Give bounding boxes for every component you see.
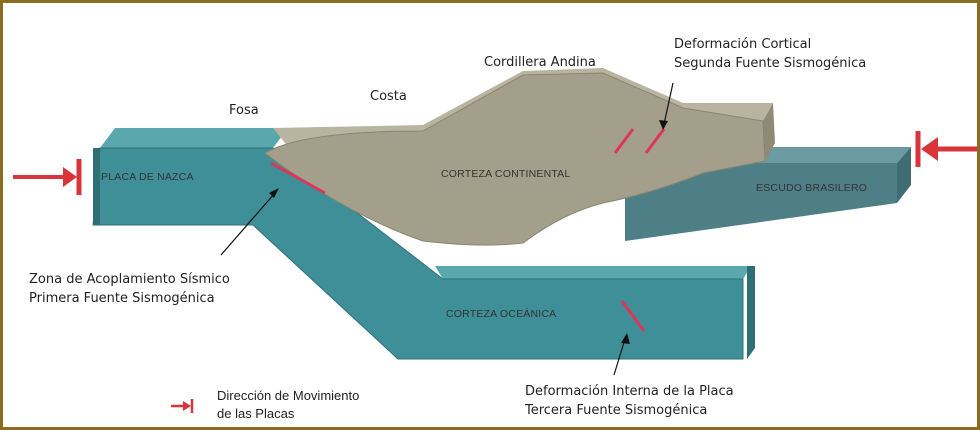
- label-costa: Costa: [370, 89, 407, 104]
- legend: Dirección de Movimiento de las Placas: [171, 388, 359, 421]
- label-cordillera-andina: Cordillera Andina: [484, 55, 596, 70]
- fault-marks: [270, 128, 666, 332]
- fault-coupling-zone: [270, 161, 326, 195]
- legend-arrow-icon: [171, 399, 194, 413]
- placa-nazca-block: [92, 128, 755, 360]
- subduction-diagram: Fosa Costa Cordillera Andina Deformación…: [13, 37, 977, 421]
- corteza-continental-block: [264, 68, 775, 246]
- pointer-lines: [220, 82, 674, 376]
- fault-internal: [620, 300, 646, 332]
- escudo-brasilero-block: [625, 147, 911, 241]
- label-deformacion-cortical: Deformación Cortical: [674, 37, 811, 52]
- label-zona-acoplamiento: Zona de Acoplamiento Sísmico: [29, 272, 230, 287]
- label-corteza-oceanica: CORTEZA OCEÁNICA: [446, 307, 556, 320]
- label-segunda-fuente: Segunda Fuente Sismogénica: [674, 56, 866, 71]
- label-tercera-fuente: Tercera Fuente Sismogénica: [524, 403, 707, 418]
- label-fosa: Fosa: [229, 103, 259, 118]
- legend-line-2: de las Placas: [217, 406, 295, 421]
- arrow-right-movement: [915, 131, 977, 167]
- label-deformacion-interna: Deformación Interna de la Placa: [525, 384, 734, 399]
- label-placa-nazca: PLACA DE NAZCA: [101, 171, 194, 183]
- arrow-left-movement: [13, 159, 82, 195]
- label-escudo-brasilero: ESCUDO BRASILERO: [756, 182, 867, 194]
- label-primera-fuente: Primera Fuente Sismogénica: [29, 291, 215, 306]
- label-corteza-continental: CORTEZA CONTINENTAL: [441, 168, 570, 180]
- fault-cortical-2: [644, 128, 666, 154]
- fault-cortical-1: [613, 128, 635, 154]
- legend-line-1: Dirección de Movimiento: [217, 388, 359, 403]
